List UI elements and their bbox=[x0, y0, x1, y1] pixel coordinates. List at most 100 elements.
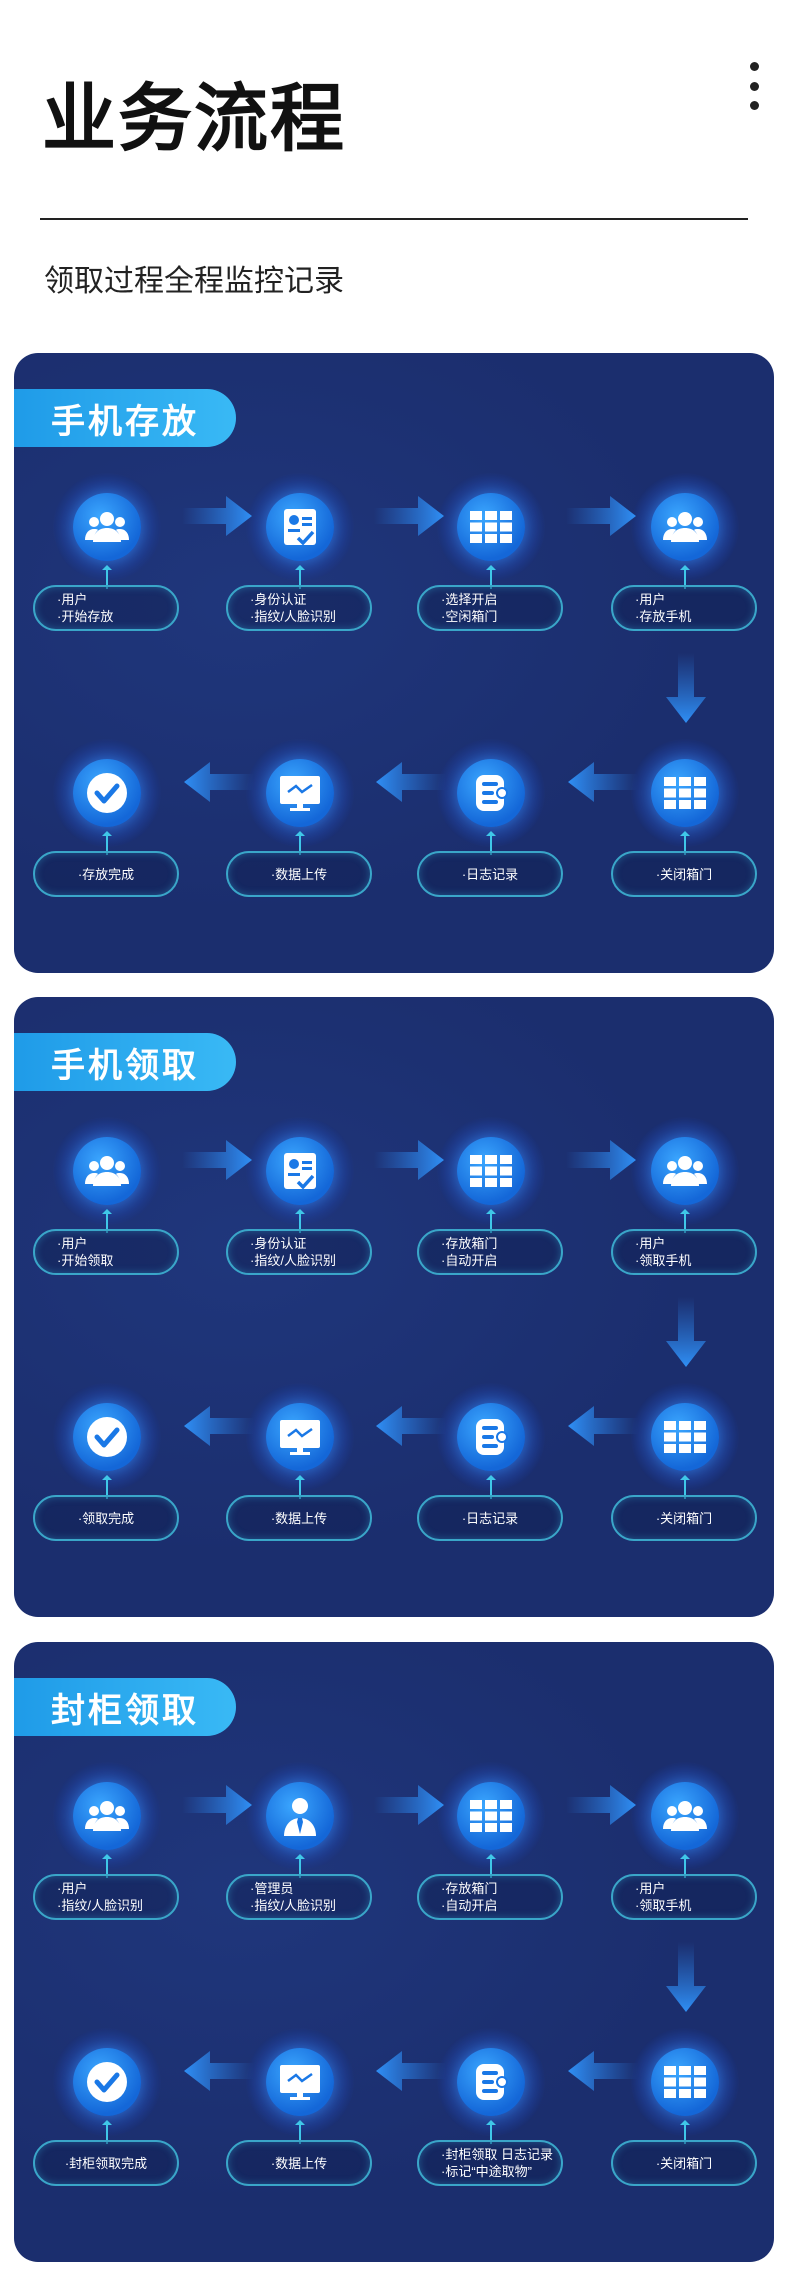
step-label-line: ·用户 bbox=[635, 592, 666, 607]
step-label-line: ·自动开启 bbox=[441, 1253, 498, 1268]
flow-step: ·封柜领取完成 bbox=[33, 2026, 183, 2186]
grid-icon bbox=[651, 759, 719, 827]
check-icon bbox=[73, 1403, 141, 1471]
arrow-right-icon bbox=[182, 1782, 254, 1828]
title-divider bbox=[40, 218, 748, 220]
connector-stem bbox=[680, 1475, 690, 1499]
step-label: ·用户·指纹/人脸识别 bbox=[33, 1874, 179, 1920]
step-label-line: ·开始存放 bbox=[57, 609, 114, 624]
connector-stem bbox=[102, 2120, 112, 2144]
connector-stem bbox=[295, 1854, 305, 1878]
users-icon bbox=[651, 493, 719, 561]
step-label: ·日志记录 bbox=[417, 851, 563, 897]
grid-icon bbox=[457, 1137, 525, 1205]
flow-step: ·数据上传 bbox=[226, 737, 376, 897]
connector-stem bbox=[486, 1475, 496, 1499]
connector-stem bbox=[102, 565, 112, 589]
arrow-right-icon bbox=[182, 493, 254, 539]
section-title: 封柜领取 bbox=[14, 1678, 236, 1736]
id-card-icon bbox=[266, 493, 334, 561]
arrow-left-icon bbox=[374, 1403, 446, 1449]
step-label-line: ·用户 bbox=[57, 1236, 88, 1251]
connector-stem bbox=[486, 831, 496, 855]
arrow-left-icon bbox=[182, 2048, 254, 2094]
step-label-line: ·日志记录 bbox=[461, 1510, 519, 1526]
step-label-line: ·指纹/人脸识别 bbox=[250, 1253, 336, 1268]
arrow-left-icon bbox=[182, 1403, 254, 1449]
flow-step: ·关闭箱门 bbox=[611, 737, 761, 897]
flow-step: ·用户·领取手机 bbox=[611, 1115, 761, 1275]
step-label: ·用户 ·开始领取 bbox=[33, 1229, 179, 1275]
step-label-line: ·关闭箱门 bbox=[655, 866, 713, 882]
flow-step: ·领取完成 bbox=[33, 1381, 183, 1541]
flow-step: ·存放箱门·自动开启 bbox=[417, 1760, 567, 1920]
step-label: ·存放完成 bbox=[33, 851, 179, 897]
step-label-line: ·身份认证 bbox=[250, 1236, 307, 1251]
step-label-line: ·关闭箱门 bbox=[655, 2155, 713, 2171]
process-panel-3: 封柜领取 ·用户·指纹/人脸识别 ·管理员·指纹/人脸识别 ·存放箱门·自动开启 ·用户… bbox=[14, 1642, 774, 2262]
connector-stem bbox=[680, 2120, 690, 2144]
users-icon bbox=[651, 1137, 719, 1205]
more-vertical-icon[interactable] bbox=[748, 62, 760, 110]
step-label: ·身份认证 ·指纹/人脸识别 bbox=[226, 585, 372, 631]
connector-stem bbox=[295, 2120, 305, 2144]
id-card-icon bbox=[266, 1137, 334, 1205]
step-label: ·用户·领取手机 bbox=[611, 1229, 757, 1275]
users-icon bbox=[73, 1137, 141, 1205]
arrow-right-icon bbox=[566, 1782, 638, 1828]
connector-stem bbox=[680, 565, 690, 589]
step-label-line: ·数据上传 bbox=[270, 2155, 328, 2171]
monitor-icon bbox=[266, 759, 334, 827]
step-label: ·管理员·指纹/人脸识别 bbox=[226, 1874, 372, 1920]
flow-step: ·身份认证 ·指纹/人脸识别 bbox=[226, 471, 376, 631]
process-panel-2: 手机领取 ·用户 ·开始领取 ·身份认证 ·指纹/人脸识别 ·存放箱门·自动开启 ·用户·领… bbox=[14, 997, 774, 1617]
monitor-icon bbox=[266, 2048, 334, 2116]
step-label-line: ·开始领取 bbox=[57, 1253, 114, 1268]
arrow-right-icon bbox=[182, 1137, 254, 1183]
grid-icon bbox=[651, 2048, 719, 2116]
check-icon bbox=[73, 759, 141, 827]
arrow-left-icon bbox=[566, 2048, 638, 2094]
step-label-line: ·身份认证 bbox=[250, 592, 307, 607]
connector-stem bbox=[295, 831, 305, 855]
check-icon bbox=[73, 2048, 141, 2116]
flow-step: ·用户·领取手机 bbox=[611, 1760, 761, 1920]
section-title: 手机存放 bbox=[14, 389, 236, 447]
flow-step: ·身份认证 ·指纹/人脸识别 bbox=[226, 1115, 376, 1275]
step-label-line: ·指纹/人脸识别 bbox=[250, 609, 336, 624]
page-subtitle: 领取过程全程监控记录 bbox=[44, 265, 344, 298]
arrow-right-icon bbox=[374, 1137, 446, 1183]
flow-step: ·存放箱门·自动开启 bbox=[417, 1115, 567, 1275]
step-label-line: ·自动开启 bbox=[441, 1898, 498, 1913]
arrow-right-icon bbox=[374, 1782, 446, 1828]
step-label-line: ·封柜领取 日志记录 bbox=[441, 2147, 553, 2162]
section-title: 手机领取 bbox=[14, 1033, 236, 1091]
connector-stem bbox=[680, 1854, 690, 1878]
step-label-line: ·存放手机 bbox=[635, 609, 692, 624]
step-label: ·数据上传 bbox=[226, 851, 372, 897]
connector-stem bbox=[486, 1854, 496, 1878]
arrow-left-icon bbox=[566, 1403, 638, 1449]
step-label: ·身份认证 ·指纹/人脸识别 bbox=[226, 1229, 372, 1275]
step-label: ·封柜领取 日志记录·标记“中途取物” bbox=[417, 2140, 563, 2186]
log-icon bbox=[457, 1403, 525, 1471]
connector-stem bbox=[295, 565, 305, 589]
users-icon bbox=[73, 493, 141, 561]
users-icon bbox=[651, 1782, 719, 1850]
connector-stem bbox=[680, 1209, 690, 1233]
users-icon bbox=[73, 1782, 141, 1850]
step-label-line: ·领取完成 bbox=[77, 1510, 135, 1526]
connector-stem bbox=[680, 831, 690, 855]
flow-step: ·关闭箱门 bbox=[611, 1381, 761, 1541]
connector-stem bbox=[486, 1209, 496, 1233]
connector-stem bbox=[486, 565, 496, 589]
step-label-line: ·选择开启 bbox=[441, 592, 498, 607]
arrow-left-icon bbox=[374, 759, 446, 805]
step-label-line: ·领取手机 bbox=[635, 1253, 692, 1268]
connector-stem bbox=[295, 1209, 305, 1233]
grid-icon bbox=[457, 493, 525, 561]
step-label: ·用户·领取手机 bbox=[611, 1874, 757, 1920]
step-label-line: ·用户 bbox=[57, 1881, 88, 1896]
arrow-left-icon bbox=[566, 759, 638, 805]
flow-step: ·管理员·指纹/人脸识别 bbox=[226, 1760, 376, 1920]
